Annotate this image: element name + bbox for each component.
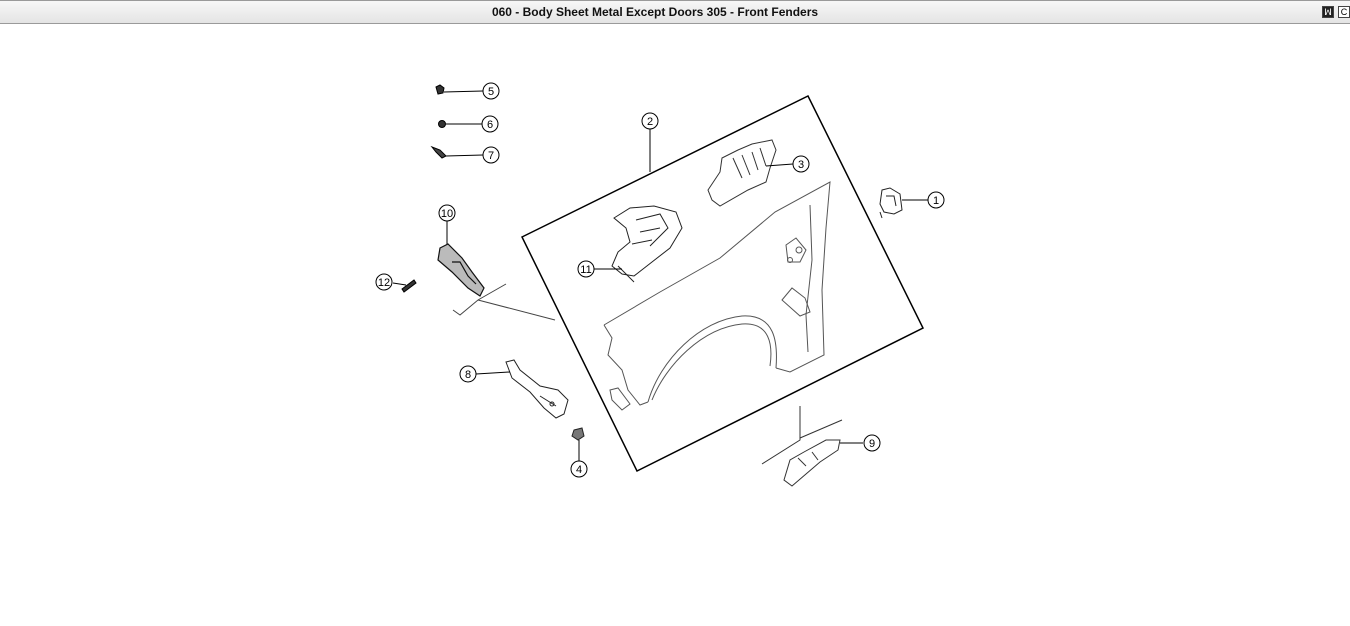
callout-10[interactable]: 10 <box>438 204 456 222</box>
callout-2[interactable]: 2 <box>641 112 659 130</box>
part-7-shape <box>430 145 447 159</box>
svg-text:4: 4 <box>576 464 582 476</box>
callout-5[interactable]: 5 <box>482 82 500 100</box>
callout-9[interactable]: 9 <box>863 434 881 452</box>
callout-3[interactable]: 3 <box>792 155 810 173</box>
callout-8[interactable]: 8 <box>459 365 477 383</box>
svg-text:3: 3 <box>798 159 804 171</box>
part-12-shape <box>401 279 417 293</box>
callout-4[interactable]: 4 <box>570 460 588 478</box>
part-10-guide-line <box>477 299 556 321</box>
part-11-shape <box>611 205 683 283</box>
callout-12[interactable]: 12 <box>375 273 393 291</box>
part-3-shape <box>707 139 777 207</box>
parts-diagram: 1 2 3 4 5 6 7 8 9 10 11 12 <box>375 82 945 487</box>
svg-text:9: 9 <box>869 438 875 450</box>
svg-text:7: 7 <box>488 150 494 162</box>
part-1-shape <box>879 187 903 219</box>
part-5-shape <box>435 84 445 95</box>
svg-text:8: 8 <box>465 369 471 381</box>
svg-text:1: 1 <box>933 195 939 207</box>
mopar-logo-icon[interactable]: ꟽ <box>1322 6 1334 18</box>
part-8-shape <box>505 359 569 419</box>
callout-1[interactable]: 1 <box>927 191 945 209</box>
part-9-shape <box>761 406 843 487</box>
title-bar: 060 - Body Sheet Metal Except Doors 305 … <box>0 0 1350 24</box>
page-title: 060 - Body Sheet Metal Except Doors 305 … <box>491 5 819 19</box>
part-10-shape <box>437 243 485 297</box>
svg-text:2: 2 <box>647 116 653 128</box>
part-10-leader-sketch <box>452 283 507 316</box>
svg-text:10: 10 <box>441 208 453 220</box>
callout-11[interactable]: 11 <box>577 260 595 278</box>
front-fender-drawing <box>603 181 831 411</box>
svg-text:12: 12 <box>378 277 390 289</box>
fender-assembly-box[interactable] <box>520 94 925 473</box>
svg-text:5: 5 <box>488 86 494 98</box>
part-4-shape <box>571 427 585 441</box>
callout-6[interactable]: 6 <box>481 115 499 133</box>
svg-text:6: 6 <box>487 119 493 131</box>
copy-button[interactable]: C <box>1338 6 1350 18</box>
leader-lines <box>392 90 928 461</box>
callout-7[interactable]: 7 <box>482 146 500 164</box>
svg-text:11: 11 <box>580 264 591 276</box>
part-6-shape <box>438 120 446 128</box>
